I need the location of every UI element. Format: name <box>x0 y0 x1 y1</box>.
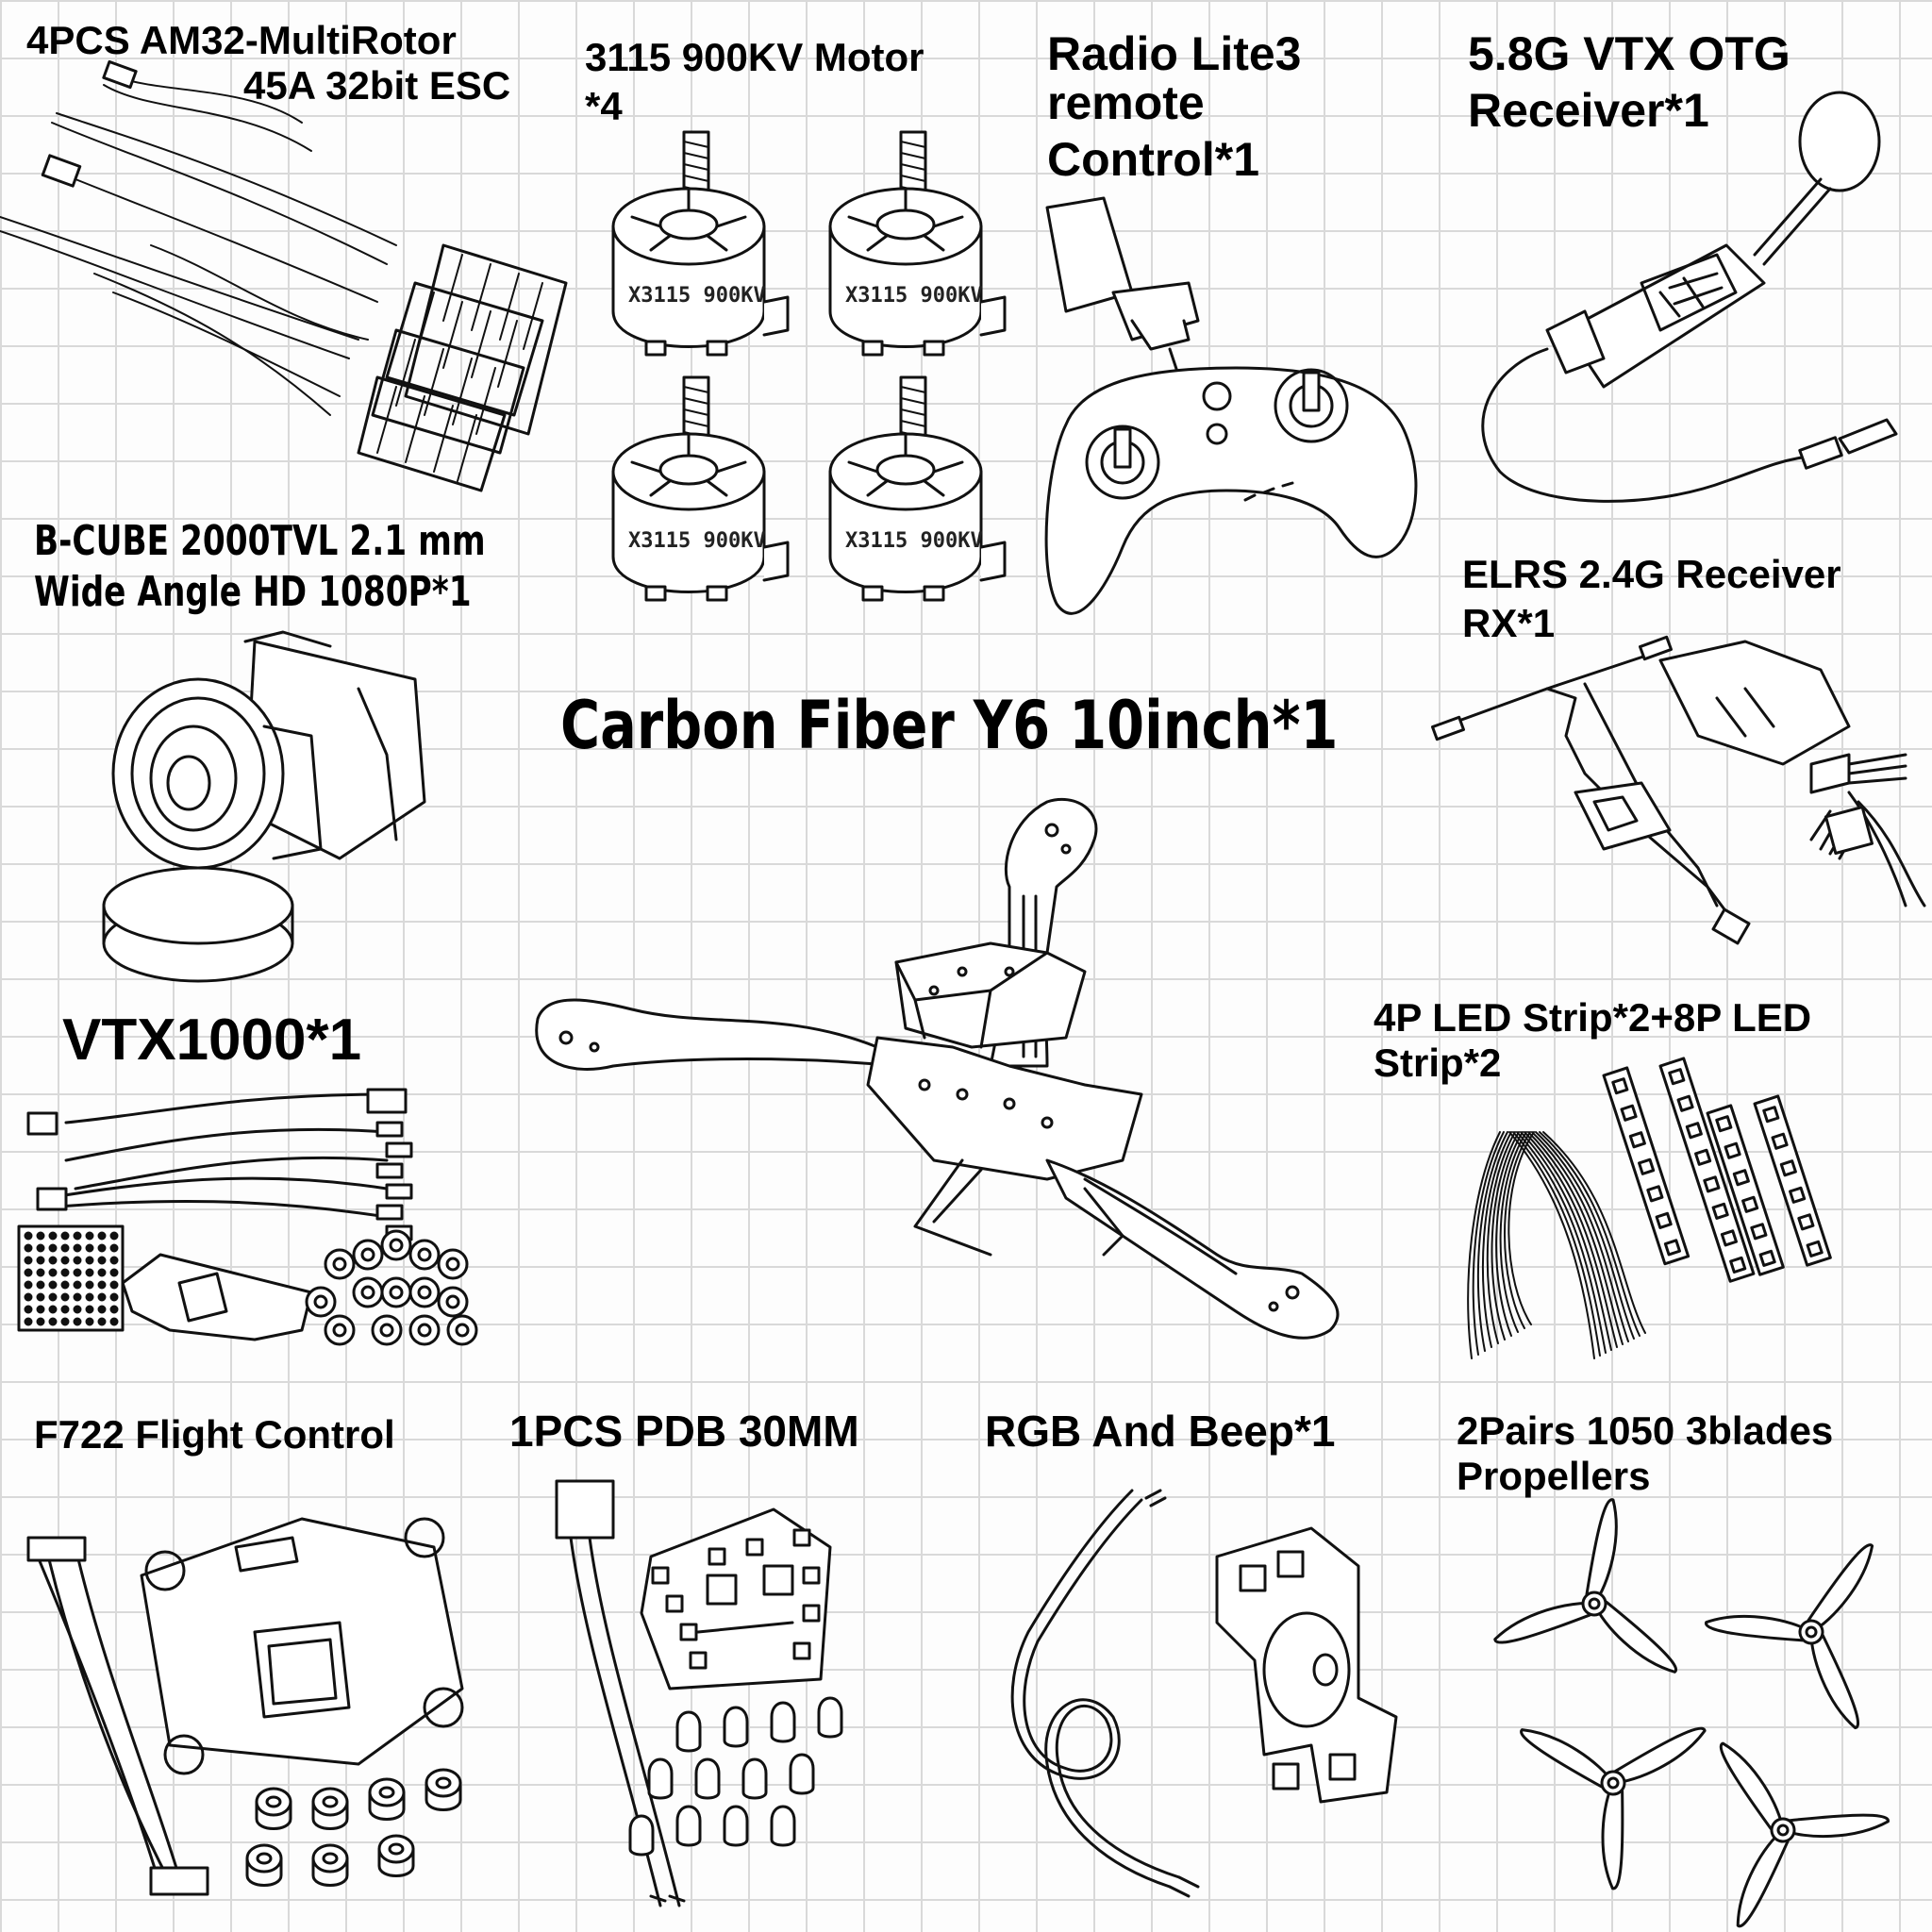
led-strip <box>1602 1066 1690 1266</box>
otg-receiver-icon <box>1481 91 1898 503</box>
standoff <box>311 1843 349 1874</box>
standoff <box>311 1787 349 1817</box>
grommet <box>770 1805 796 1847</box>
propeller <box>1705 1543 1874 1730</box>
propeller <box>1719 1741 1890 1928</box>
elrs-title: ELRS 2.4G Receiver <box>1462 552 1841 596</box>
esc-title-2: 45A 32bit ESC <box>243 63 511 108</box>
nut <box>446 1314 478 1346</box>
grommet <box>647 1757 674 1800</box>
remote-controller-icon <box>1044 196 1418 615</box>
y6-frame-icon <box>535 797 1340 1340</box>
solder-pad <box>679 1623 698 1641</box>
led-strip <box>1658 1057 1756 1283</box>
led-strip <box>1753 1094 1832 1267</box>
motor-unit: X3115 900KV <box>611 130 790 357</box>
led-title: 4P LED Strip*2+8P LED <box>1374 995 1812 1040</box>
grommet <box>741 1757 768 1800</box>
connector-plug <box>385 1183 413 1200</box>
fc-title: F722 Flight Control <box>34 1412 395 1457</box>
solder-pad <box>651 1566 670 1585</box>
esc-boards-icon <box>0 59 568 492</box>
pdb-board-icon <box>555 1479 843 1907</box>
esc-title: 4PCS AM32-MultiRotor <box>26 18 457 62</box>
brushless-motor-icon: X3115 900KV X3115 900KV X3115 900KV X3115 9… <box>611 130 1007 602</box>
solder-pad <box>708 1547 726 1566</box>
grommet <box>675 1710 702 1753</box>
fpv-camera-icon <box>102 630 426 983</box>
vtx-board-icon <box>17 1088 478 1346</box>
motor-unit: X3115 900KV <box>828 130 1007 357</box>
nut <box>408 1314 441 1346</box>
otg-title: 5.8G VTX OTG <box>1468 27 1790 80</box>
vtx-title: VTX1000*1 <box>62 1008 362 1073</box>
grommet <box>694 1757 721 1800</box>
motor-marking: X3115 900KV <box>845 284 983 308</box>
nut <box>371 1314 403 1346</box>
solder-pad <box>802 1566 821 1585</box>
grommet <box>817 1696 843 1739</box>
propeller <box>1493 1498 1678 1674</box>
rgb-beeper-icon <box>1010 1489 1398 1898</box>
led-strip <box>1706 1104 1785 1276</box>
solder-pad <box>802 1604 821 1623</box>
radio-title-2: remote <box>1047 76 1205 129</box>
nut <box>305 1286 337 1318</box>
connector-plug <box>385 1141 413 1158</box>
grommet <box>675 1805 702 1847</box>
nut <box>380 1276 412 1308</box>
led-title-2: Strip*2 <box>1374 1041 1502 1085</box>
solder-pad <box>792 1641 811 1660</box>
nut <box>324 1314 356 1346</box>
motor-unit: X3115 900KV <box>828 375 1007 602</box>
props-title: 2Pairs 1050 3blades <box>1457 1408 1834 1453</box>
motor-marking: X3115 900KV <box>628 529 766 553</box>
motor-unit: X3115 900KV <box>611 375 790 602</box>
motor-title-2: *4 <box>585 84 623 128</box>
motor-title: 3115 900KV Motor <box>585 35 924 79</box>
nut <box>352 1239 384 1271</box>
grommet <box>723 1706 749 1748</box>
radio-title-3: Control*1 <box>1047 133 1259 186</box>
nut <box>437 1286 469 1318</box>
camera-title-2: Wide Angle HD 1080P*1 <box>34 568 472 616</box>
radio-title: Radio Lite3 <box>1047 27 1302 80</box>
connector-plug <box>375 1204 404 1221</box>
standoff <box>425 1768 462 1798</box>
solder-pad <box>792 1528 811 1547</box>
standoff <box>377 1834 415 1864</box>
connector-plug <box>375 1162 404 1179</box>
propeller-icon <box>1493 1498 1890 1928</box>
standoff <box>368 1777 406 1807</box>
propeller <box>1520 1726 1707 1890</box>
nut <box>408 1239 441 1271</box>
props-title-2: Propellers <box>1457 1454 1651 1498</box>
solder-pad <box>689 1651 708 1670</box>
rgb-title: RGB And Beep*1 <box>985 1407 1336 1456</box>
grommet <box>628 1814 655 1857</box>
pdb-title: 1PCS PDB 30MM <box>509 1407 859 1456</box>
nut <box>324 1248 356 1280</box>
solder-pad <box>745 1538 764 1557</box>
connector-plug <box>375 1121 404 1138</box>
elrs-title-2: RX*1 <box>1462 601 1556 645</box>
motor-marking: X3115 900KV <box>845 529 983 553</box>
nut <box>380 1229 412 1261</box>
grommet <box>723 1805 749 1847</box>
nut <box>437 1248 469 1280</box>
grommet <box>770 1701 796 1743</box>
standoff <box>255 1787 292 1817</box>
nut <box>352 1276 384 1308</box>
solder-pad <box>665 1594 684 1613</box>
led-strip-icon <box>1467 1057 1832 1359</box>
flight-controller-icon <box>26 1517 464 1896</box>
nut <box>408 1276 441 1308</box>
motor-marking: X3115 900KV <box>628 284 766 308</box>
elrs-receiver-icon <box>1431 635 1926 945</box>
frame-title: Carbon Fiber Y6 10inch*1 <box>560 687 1339 764</box>
standoff <box>245 1843 283 1874</box>
camera-title: B-CUBE 2000TVL 2.1 mm <box>34 517 486 565</box>
grommet <box>789 1753 815 1795</box>
otg-title-2: Receiver*1 <box>1468 84 1709 137</box>
